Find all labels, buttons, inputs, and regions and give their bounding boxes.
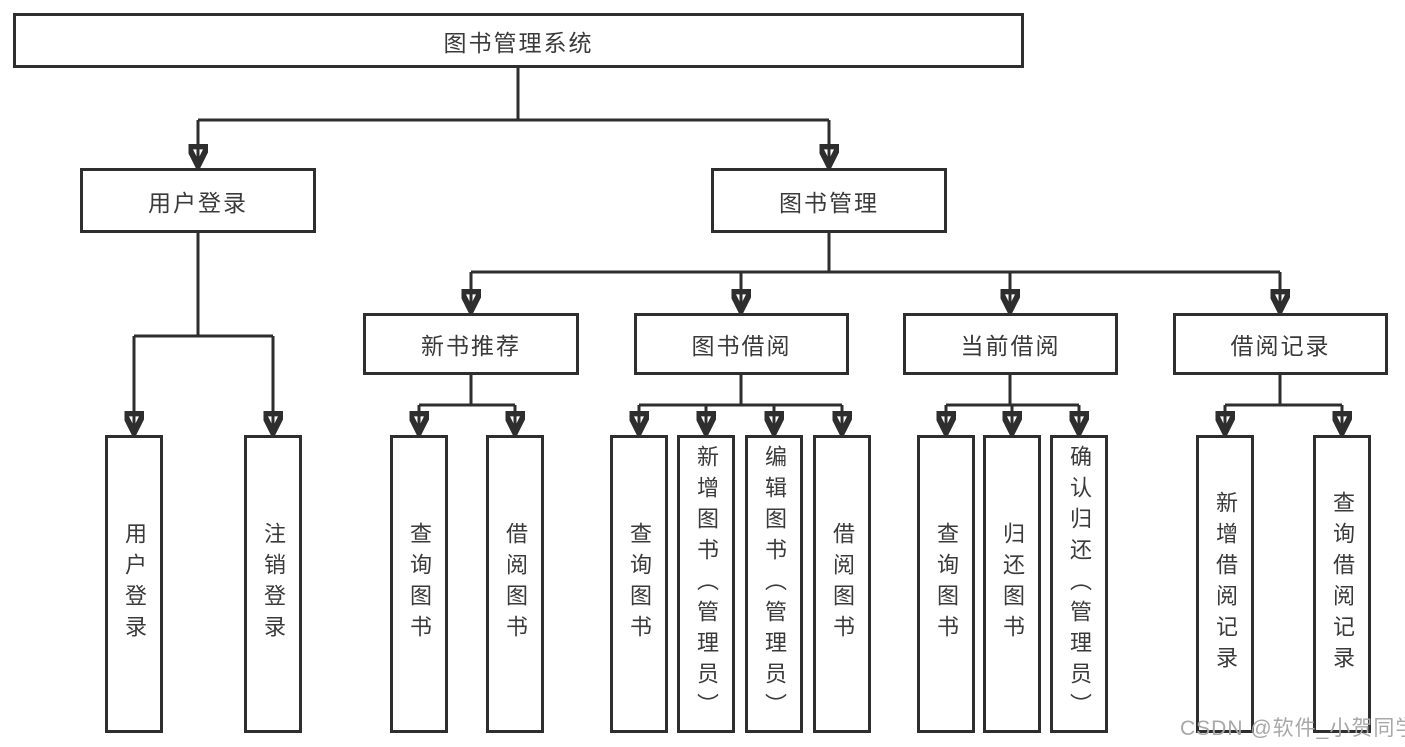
leaf-confirm-return-admin-label: 确认归还（管理员） bbox=[1067, 444, 1092, 724]
csdn-watermark: CSDN @软件_小贺同学 bbox=[1180, 717, 1405, 740]
leaf-add-borrow-record: 新增借阅记录 bbox=[1196, 435, 1254, 733]
leaf-return-books-label: 归还图书 bbox=[1000, 522, 1025, 646]
leaf-borrow-books: 借阅图书 bbox=[813, 435, 871, 733]
node-book-borrowing-label: 图书借阅 bbox=[691, 333, 792, 359]
leaf-newrec-borrow-books: 借阅图书 bbox=[486, 435, 544, 733]
node-current-borrowing: 当前借阅 bbox=[903, 313, 1118, 375]
leaf-query-borrow-record-label: 查询借阅记录 bbox=[1330, 491, 1355, 677]
leaf-confirm-return-admin: 确认归还（管理员） bbox=[1050, 435, 1108, 733]
node-user-login-label: 用户登录 bbox=[148, 189, 248, 216]
node-book-management-label: 图书管理 bbox=[779, 189, 879, 216]
leaf-borrow-query-books-label: 查询图书 bbox=[627, 522, 652, 646]
leaf-add-books-admin-label: 新增图书（管理员） bbox=[694, 444, 719, 724]
node-current-borrowing-label: 当前借阅 bbox=[960, 333, 1061, 359]
leaf-newrec-query-books: 查询图书 bbox=[390, 435, 448, 733]
leaf-current-query-books-label: 查询图书 bbox=[934, 522, 959, 646]
node-root-label: 图书管理系统 bbox=[443, 29, 594, 56]
leaf-borrow-books-label: 借阅图书 bbox=[830, 522, 855, 646]
leaf-logout: 注销登录 bbox=[244, 435, 302, 733]
node-book-borrowing: 图书借阅 bbox=[634, 313, 849, 375]
node-borrowing-records: 借阅记录 bbox=[1173, 313, 1388, 375]
leaf-newrec-borrow-books-label: 借阅图书 bbox=[503, 522, 528, 646]
leaf-logout-label: 注销登录 bbox=[261, 522, 286, 646]
leaf-add-borrow-record-label: 新增借阅记录 bbox=[1213, 491, 1238, 677]
leaf-user-login: 用户登录 bbox=[105, 435, 163, 733]
leaf-user-login-label: 用户登录 bbox=[122, 522, 147, 646]
leaf-current-query-books: 查询图书 bbox=[917, 435, 975, 733]
leaf-edit-books-admin-label: 编辑图书（管理员） bbox=[762, 444, 787, 724]
leaf-add-books-admin: 新增图书（管理员） bbox=[677, 435, 735, 733]
node-user-login: 用户登录 bbox=[80, 168, 316, 233]
leaf-edit-books-admin: 编辑图书（管理员） bbox=[745, 435, 803, 733]
node-borrowing-records-label: 借阅记录 bbox=[1230, 333, 1331, 359]
node-root-system: 图书管理系统 bbox=[13, 13, 1024, 68]
leaf-borrow-query-books: 查询图书 bbox=[610, 435, 668, 733]
node-book-management: 图书管理 bbox=[711, 168, 947, 233]
leaf-return-books: 归还图书 bbox=[983, 435, 1041, 733]
leaf-newrec-query-books-label: 查询图书 bbox=[407, 522, 432, 646]
node-new-book-recommendation-label: 新书推荐 bbox=[421, 333, 521, 359]
leaf-query-borrow-record: 查询借阅记录 bbox=[1313, 435, 1371, 733]
node-new-book-recommendation: 新书推荐 bbox=[363, 313, 579, 375]
